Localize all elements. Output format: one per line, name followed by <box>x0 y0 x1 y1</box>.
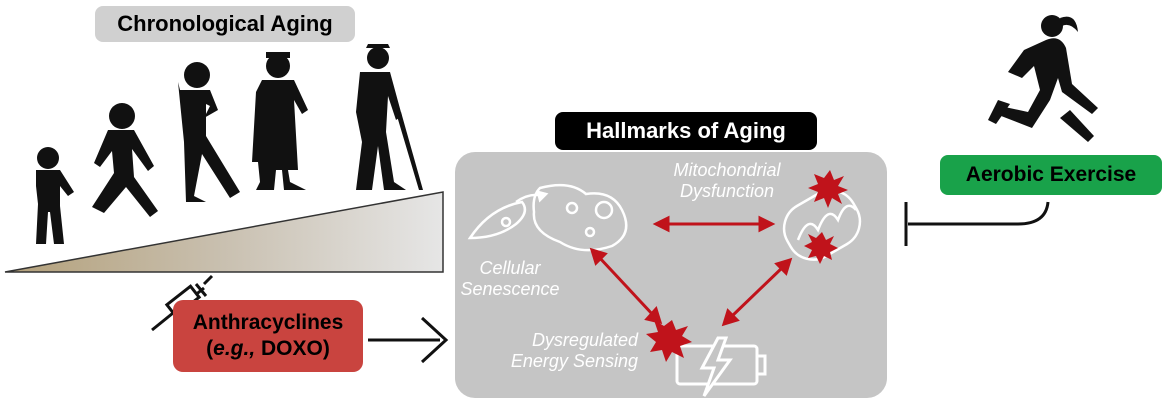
exercise-inhibition-line <box>904 201 1050 246</box>
hallmarks-box <box>455 152 887 398</box>
anthracyclines-line2: (e.g., DOXO) <box>206 337 330 360</box>
anthracycline-arrow <box>368 316 449 364</box>
cellular-senescence-label: Cellular Senescence <box>460 258 560 299</box>
elderly-silhouette-icon <box>356 44 423 190</box>
child-silhouette-icon <box>92 103 158 217</box>
hallmarks-of-aging-title: Hallmarks of Aging <box>555 112 817 150</box>
runner-icon <box>988 15 1098 142</box>
dysregulated-energy-sensing-label: Dysregulated Energy Sensing <box>510 330 638 371</box>
toddler-silhouette-icon <box>36 147 74 244</box>
senescent-cell-icon <box>467 183 628 252</box>
mitochondria-damage-icon <box>804 170 848 264</box>
older-adult-silhouette-icon <box>252 52 308 190</box>
mitochondrial-dysfunction-label: Mitochondrial Dysfunction <box>673 160 781 201</box>
hallmark-arrows <box>589 215 793 327</box>
aerobic-exercise-label: Aerobic Exercise <box>940 155 1162 195</box>
battery-icon <box>675 336 767 397</box>
energy-damage-icon <box>646 320 692 362</box>
aging-wedge <box>4 191 444 273</box>
adult-silhouette-icon <box>178 62 240 202</box>
mitochondrion-icon <box>782 189 862 261</box>
anthracyclines-label: Anthracyclines (e.g., DOXO) <box>173 300 363 372</box>
anthracyclines-line1: Anthracyclines <box>192 311 344 334</box>
chronological-aging-title: Chronological Aging <box>95 6 355 42</box>
